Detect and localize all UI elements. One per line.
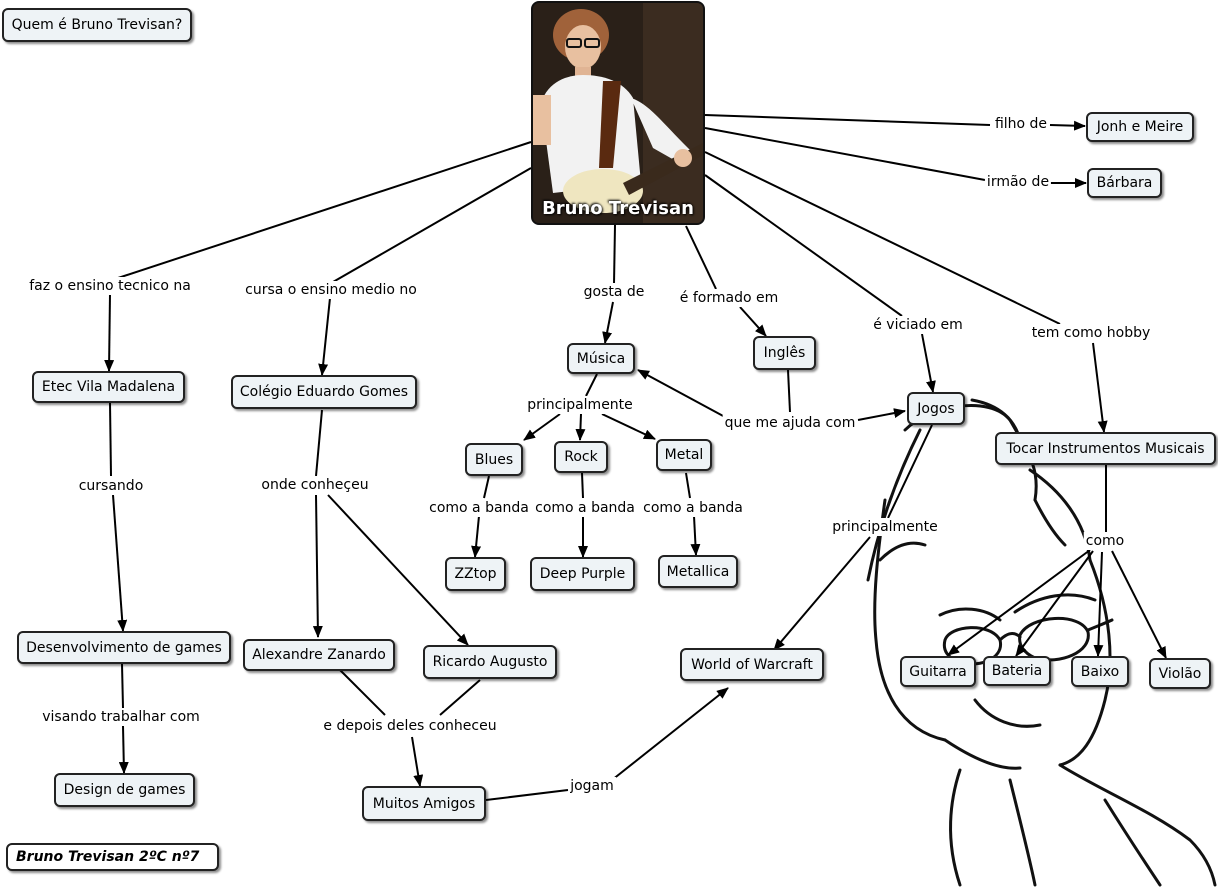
link-label-jogam: jogam [568, 777, 616, 795]
edges [104, 114, 1167, 801]
node-design-de-games[interactable]: Design de games [54, 773, 195, 807]
node-deep-purple[interactable]: Deep Purple [530, 557, 635, 591]
link-label-hobby: tem como hobby [1029, 324, 1153, 342]
node-colegio-eduardo-gomes[interactable]: Colégio Eduardo Gomes [231, 375, 417, 409]
portrait-photo [533, 3, 703, 223]
link-label-visando: visando trabalhar com [40, 708, 202, 726]
link-label-viciado-em: é viciado em [871, 316, 965, 334]
link-label-onde-conheceu: onde conheçeu [259, 476, 371, 494]
node-world-of-warcraft[interactable]: World of Warcraft [680, 648, 824, 681]
node-zztop[interactable]: ZZtop [445, 557, 506, 591]
node-blues[interactable]: Blues [465, 443, 523, 476]
node-muitos-amigos[interactable]: Muitos Amigos [362, 786, 486, 821]
author-footer: Bruno Trevisan 2ºC nº7 [6, 843, 219, 871]
node-desenvolvimento-de-games[interactable]: Desenvolvimento de games [17, 631, 231, 664]
node-ricardo-augusto[interactable]: Ricardo Augusto [423, 645, 557, 679]
node-rock[interactable]: Rock [554, 441, 608, 473]
link-label-banda-metal: como a banda [641, 499, 745, 517]
node-jogos[interactable]: Jogos [907, 392, 965, 425]
link-label-irmao-de: irmão de [984, 173, 1052, 191]
node-alexandre-zanardo[interactable]: Alexandre Zanardo [243, 639, 395, 671]
link-label-e-depois: e depois deles conheceu [321, 717, 499, 735]
link-label-cursando: cursando [76, 477, 146, 495]
link-label-filho-de: filho de [992, 115, 1050, 133]
node-baixo[interactable]: Baixo [1071, 656, 1129, 687]
node-jonh-e-meire[interactable]: Jonh e Meire [1086, 112, 1194, 142]
node-barbara[interactable]: Bárbara [1087, 168, 1162, 198]
link-label-banda-blues: como a banda [427, 499, 531, 517]
link-label-principalmente-musica: principalmente [525, 396, 635, 414]
node-ingles[interactable]: Inglês [753, 336, 816, 370]
node-bateria[interactable]: Bateria [983, 656, 1051, 686]
map-title: Quem é Bruno Trevisan? [2, 8, 192, 42]
link-label-gosta-de: gosta de [581, 283, 647, 301]
node-violao[interactable]: Violão [1149, 658, 1211, 689]
link-label-me-ajuda: que me ajuda com [722, 414, 858, 432]
link-label-cursa-ensino-medio: cursa o ensino medio no [243, 281, 419, 299]
node-guitarra[interactable]: Guitarra [900, 656, 976, 687]
node-metal[interactable]: Metal [656, 439, 712, 471]
link-label-principalmente-jogos: principalmente [830, 518, 940, 536]
link-label-como: como [1083, 532, 1127, 550]
link-label-banda-rock: como a banda [533, 499, 637, 517]
center-node-label: Bruno Trevisan [542, 198, 694, 219]
link-label-formado-em: é formado em [677, 289, 781, 307]
link-label-faz-ensino-tecnico: faz o ensino tecnico na [27, 277, 193, 295]
node-etec-vila-madalena[interactable]: Etec Vila Madalena [32, 371, 185, 403]
node-tocar-instrumentos[interactable]: Tocar Instrumentos Musicais [995, 432, 1216, 465]
bruno-trevisan-photo-node[interactable]: Bruno Trevisan [531, 1, 705, 225]
sketch-face-drawing [866, 398, 1217, 887]
node-musica[interactable]: Música [567, 343, 635, 374]
node-metallica[interactable]: Metallica [658, 555, 738, 588]
